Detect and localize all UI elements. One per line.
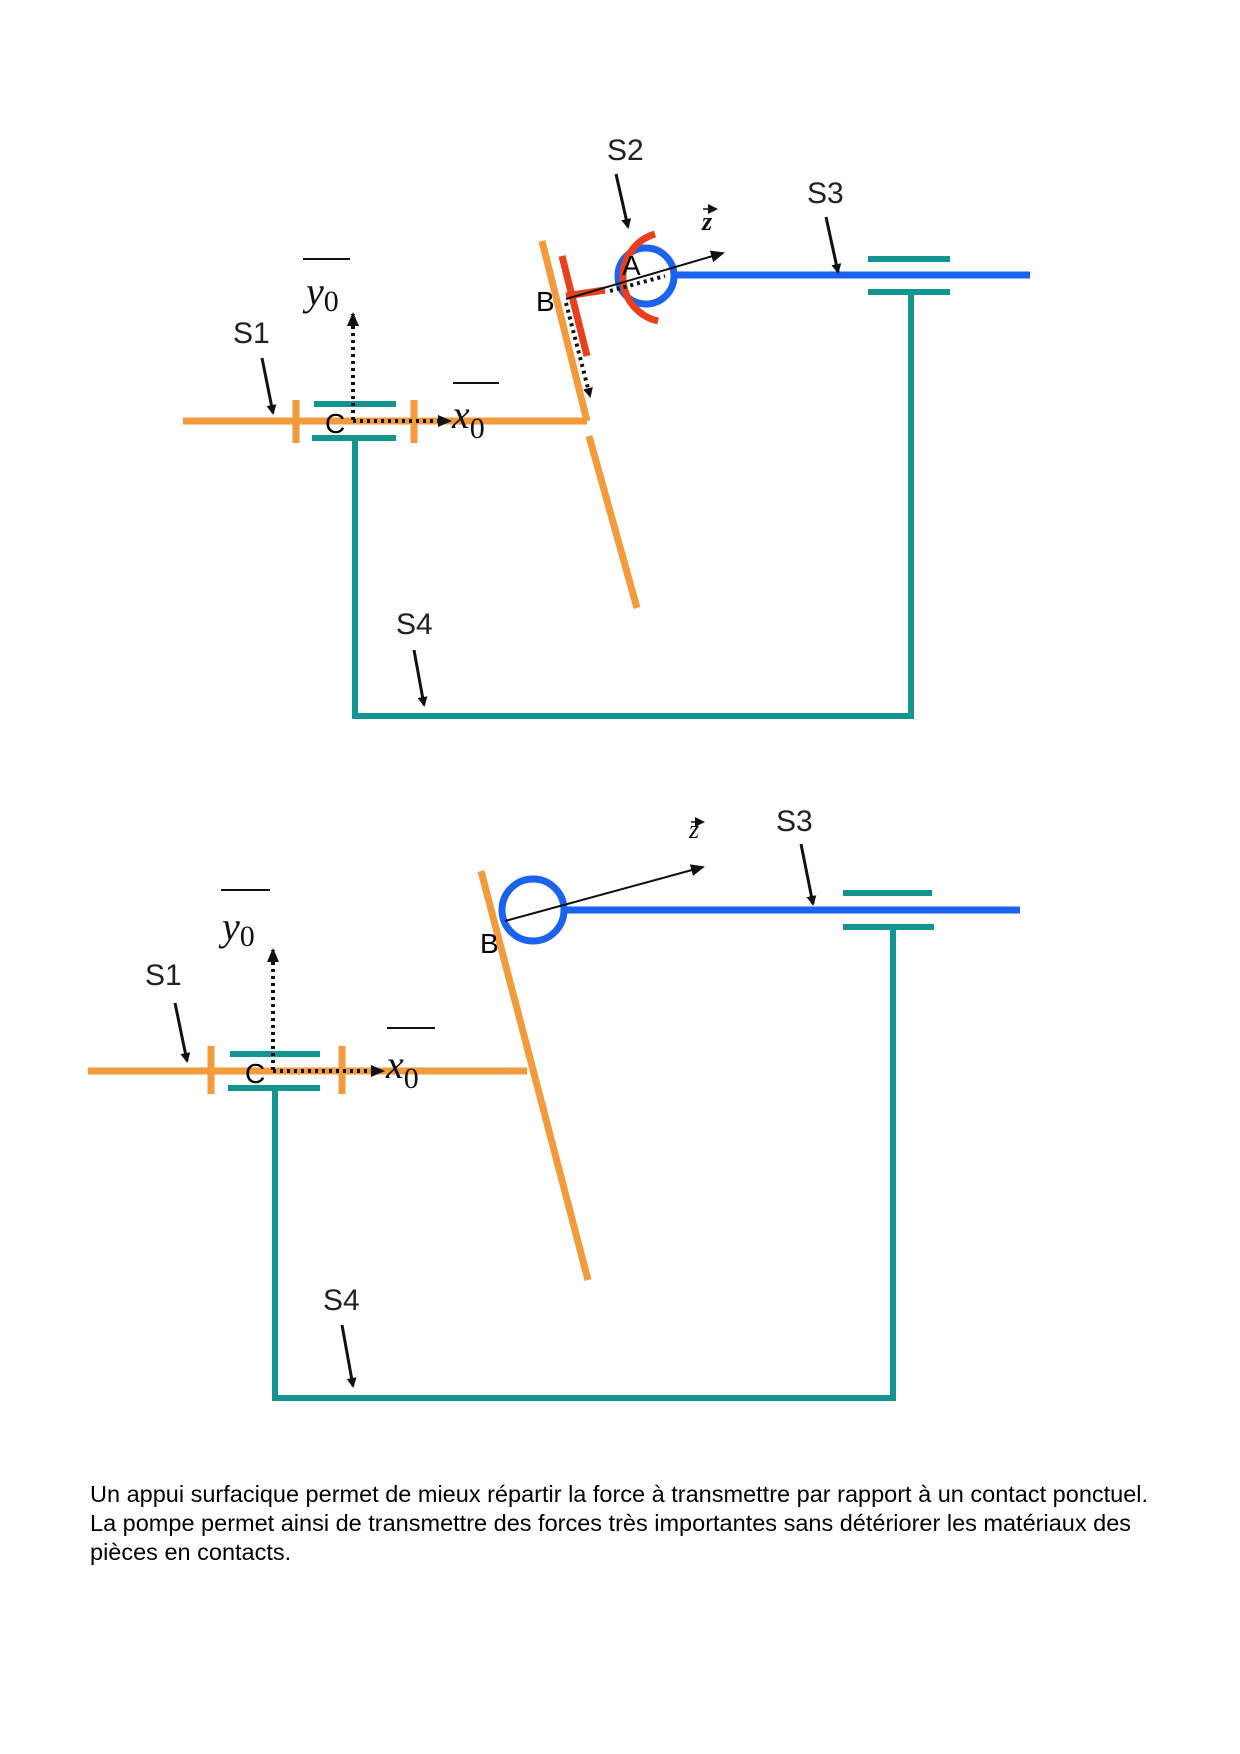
label-s4-bottom: S4 <box>323 1284 360 1317</box>
point-c-bottom: C <box>245 1058 265 1089</box>
s4-leader-arrow <box>412 649 428 707</box>
s1-leader-arrow <box>260 357 277 415</box>
s1-leader-arrow-bottom <box>173 1002 191 1063</box>
z-vector-arrow <box>565 250 725 300</box>
point-b: B <box>536 286 555 317</box>
s3-leader-arrow <box>824 216 842 274</box>
s3-leader-arrow-bottom <box>799 843 817 906</box>
point-c: C <box>325 408 345 439</box>
vector-x0-bottom: x0 <box>385 1042 419 1095</box>
label-s1-bottom: S1 <box>145 959 182 992</box>
point-a: A <box>622 250 641 281</box>
shaft-s1-bottom <box>88 870 592 1281</box>
vectors-bottom <box>221 817 705 1077</box>
s2-leader-arrow <box>614 173 632 229</box>
vector-y0: y0 <box>302 269 339 318</box>
ab-dotted <box>609 274 666 293</box>
label-s3: S3 <box>807 177 844 210</box>
shaft-s1 <box>183 240 641 609</box>
piston-s3 <box>614 244 1030 308</box>
vector-x0: x0 <box>451 392 485 445</box>
caption-line-2: La pompe permet ainsi de transmettre des… <box>90 1510 1132 1565</box>
diagram-top: S1 S2 S3 S4 A B C y0 x0 z <box>183 134 1030 719</box>
vectors-top <box>303 204 725 427</box>
z-vector-arrow-bottom <box>504 864 705 922</box>
diagram-bottom: S1 S3 S4 B C y0 x0 z <box>88 805 1020 1401</box>
leaders-top <box>260 173 842 707</box>
caption: Un appui surfacique permet de mieux répa… <box>90 1480 1170 1567</box>
vector-y0-bottom: y0 <box>218 904 255 953</box>
point-b-bottom: B <box>480 928 499 959</box>
label-s1: S1 <box>233 317 270 350</box>
frame-s4 <box>312 256 950 719</box>
contact-normal-arrow <box>564 302 593 398</box>
s4-leader-arrow-bottom <box>340 1324 357 1388</box>
caption-line-1: Un appui surfacique permet de mieux répa… <box>90 1481 1149 1507</box>
vector-z: z <box>701 207 713 236</box>
label-s4: S4 <box>396 608 433 641</box>
vector-z-bottom: z <box>688 815 699 844</box>
leaders-bottom <box>173 843 817 1388</box>
label-s3-bottom: S3 <box>776 805 813 838</box>
frame-s4-bottom <box>228 890 934 1401</box>
piston-s3-bottom <box>498 875 1020 945</box>
label-s2: S2 <box>607 134 644 167</box>
